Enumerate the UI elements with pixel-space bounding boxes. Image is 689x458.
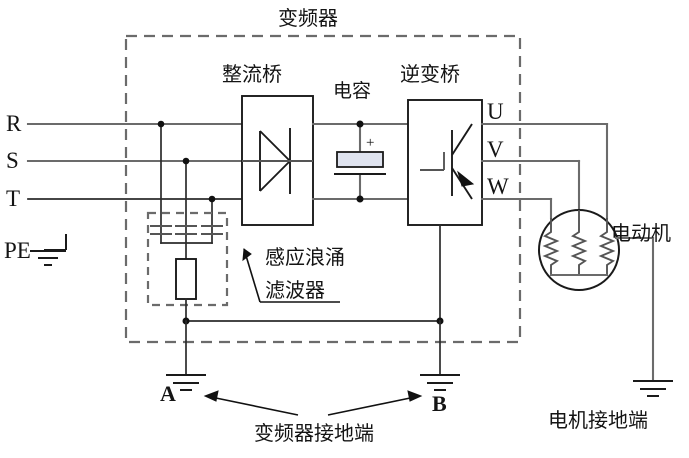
ground-label-arrow-a [203,390,299,416]
inverter-bridge-label: 逆变桥 [400,62,460,86]
junction-dot-dc-positive [356,120,364,128]
diode-bridge-icon [242,128,313,194]
ground-label-arrow-b [327,390,423,416]
inverter-enclosure-dashed-box [124,34,522,344]
terminal-label-w: W [487,174,509,199]
igbt-icon [420,123,475,200]
pe-earth-ground-icon [30,234,67,266]
junction-dot-s [182,157,190,165]
terminal-label-u: U [487,99,504,124]
enclosure-title-label: 变频器 [278,6,338,30]
junction-dot-t [208,195,216,203]
ground-point-label-b: B [432,391,447,416]
earth-ground-icon-motor [633,380,673,397]
rectifier-bridge-label: 整流桥 [222,62,282,86]
terminal-label-r: R [6,111,22,136]
terminal-label-t: T [6,186,20,211]
surge-filter-dashed-box [146,211,229,307]
drive-ground-terminal-label: 变频器接地端 [254,421,374,445]
earth-ground-icon-b [420,374,460,391]
earth-ground-icon-a [166,374,206,391]
motor-windings-icon [542,210,616,277]
motor-ground-terminal-label: 电机接地端 [548,408,648,432]
terminal-label-v: V [487,137,504,162]
capacitor-label: 电容 [333,80,371,102]
capacitor-polarity-label: + [366,135,374,151]
terminal-label-pe: PE [4,238,31,263]
junction-dot-r [157,120,165,128]
ground-point-label-a: A [160,381,176,406]
surge-filter-label-line1: 感应浪涌 [265,245,345,269]
terminal-label-s: S [6,148,19,173]
surge-filter-label-line2: 滤波器 [265,278,325,302]
capacitor-positive-plate [336,151,384,168]
inverter-bridge-box [407,99,483,226]
surge-filter-leader-line [242,248,340,303]
filter-capacitor-bank-icon [150,225,223,235]
motor-label: 电动机 [611,221,671,245]
junction-dot-dc-negative [356,195,364,203]
filter-resistor-icon [175,258,197,300]
